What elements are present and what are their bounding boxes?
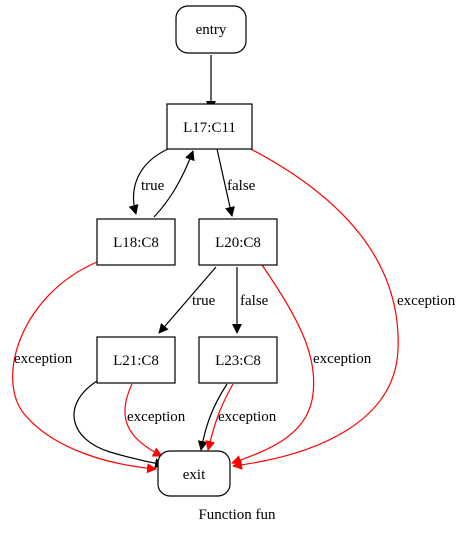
edge-label-exception-l18-exit: exception (14, 351, 73, 367)
edge-label-true-l17-l18: true (141, 178, 165, 194)
edge-l20-to-exit-exception (231, 264, 315, 465)
node-l21: L21:C8 (96, 336, 176, 384)
edge-label-false-l20-l23: false (240, 293, 269, 309)
edge-l18-to-l17 (153, 150, 195, 218)
edge-l23-to-exit (197, 383, 228, 451)
node-l20-label: L20:C8 (215, 235, 261, 251)
node-exit: exit (157, 450, 231, 497)
node-l17-label: L17:C11 (183, 120, 236, 136)
node-l18: L18:C8 (96, 218, 176, 266)
edge-label-true-l20-l21: true (192, 293, 216, 309)
edge-l17-to-l20-false (216, 148, 235, 217)
node-entry: entry (175, 5, 247, 54)
edge-l20-to-l21-true (158, 266, 217, 334)
edge-label-exception-l21-exit: exception (127, 409, 186, 425)
node-l23: L23:C8 (198, 336, 278, 384)
edge-l17-to-exit-exception (232, 146, 399, 470)
graph-caption: Function fun (198, 507, 276, 523)
node-l20: L20:C8 (198, 218, 278, 266)
node-entry-label: entry (196, 22, 227, 38)
edge-label-exception-l20-exit: exception (313, 351, 372, 367)
edge-label-exception-l23-exit: exception (218, 409, 277, 425)
edge-label-exception-l17-exit: exception (397, 293, 456, 309)
node-exit-label: exit (183, 467, 206, 483)
edge-label-false-l17-l20: false (227, 178, 256, 194)
edge-l23-to-exit-exception (205, 383, 234, 451)
edge-l17-to-l18-true (128, 148, 169, 215)
edge-l18-to-exit-exception (12, 261, 157, 474)
node-l18-label: L18:C8 (113, 235, 159, 251)
node-l17: L17:C11 (166, 103, 253, 150)
edge-l21-to-exit-exception (124, 383, 163, 457)
node-l23-label: L23:C8 (215, 353, 261, 369)
node-l21-label: L21:C8 (113, 353, 159, 369)
edge-l21-to-exit (73, 380, 165, 469)
